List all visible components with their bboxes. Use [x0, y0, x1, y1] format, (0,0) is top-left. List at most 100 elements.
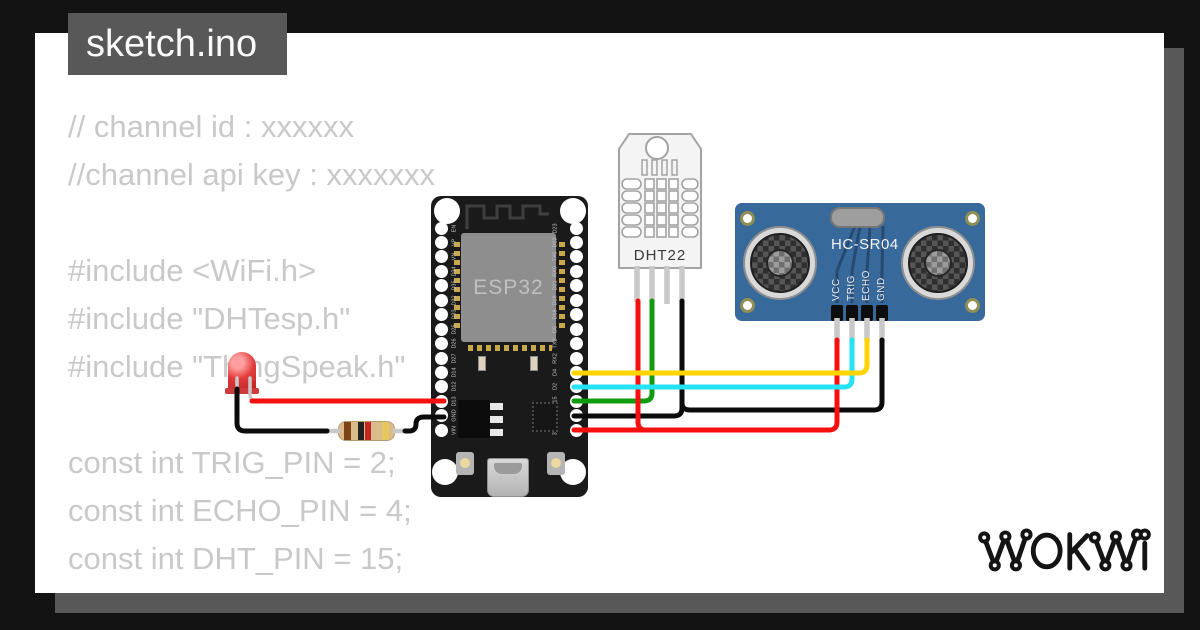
- pin-hole-icon: [570, 308, 583, 322]
- pin-pad-icon: [861, 305, 873, 321]
- pin-hole-icon: [570, 337, 583, 351]
- mount-hole-icon: [432, 459, 458, 485]
- transducer-icon: [901, 226, 975, 300]
- esp32-pin: RX2: [553, 351, 583, 365]
- pin-hole-icon: [570, 380, 583, 394]
- qfn-chip-icon: [532, 402, 558, 432]
- voltage-regulator-icon: [458, 400, 490, 438]
- pin-hole-icon: [435, 380, 448, 394]
- resistor-band-red: [365, 422, 371, 440]
- esp32-pin: VN: [435, 250, 458, 264]
- mount-hole-icon: [740, 298, 755, 313]
- button-cap-icon: [551, 458, 561, 468]
- code-line: [68, 199, 435, 247]
- en-button: [547, 452, 565, 475]
- esp32-pin: TX2: [553, 337, 583, 351]
- led-red: [228, 352, 256, 393]
- pin-label: TRIG: [846, 275, 857, 301]
- pin-hole-icon: [435, 264, 448, 278]
- esp32-chip-label: ESP32: [473, 276, 544, 299]
- hcsr04-label: HC-SR04: [831, 236, 899, 253]
- esp32-pin: D26: [435, 337, 458, 351]
- esp32-pin: D5: [553, 322, 583, 336]
- dht22-hole-icon: [645, 136, 669, 160]
- code-line: const int LED_PIN = 13;: [68, 583, 435, 593]
- resistor-band-gold: [382, 422, 389, 440]
- button-cap-icon: [460, 458, 470, 468]
- esp32-pin: D18: [553, 308, 583, 322]
- esp32-pin: RX0: [553, 264, 583, 278]
- pin-hole-icon: [570, 351, 583, 365]
- mount-hole-icon: [560, 198, 586, 224]
- pin-label: ECHO: [861, 270, 872, 301]
- pin-hole-icon: [570, 250, 583, 264]
- pin-hole-icon: [570, 264, 583, 278]
- dht22-notches: [641, 159, 678, 176]
- esp32-pin: D2: [553, 380, 583, 394]
- wokwi-logo: [978, 528, 1151, 572]
- code-background: // channel id : xxxxxx//channel api key …: [68, 103, 435, 593]
- chip-pads: [454, 242, 460, 330]
- sketch-title: sketch.ino: [86, 23, 258, 65]
- transducer-core: [924, 249, 952, 277]
- pin-hole-icon: [570, 394, 583, 408]
- esp32-pin: D35: [435, 279, 458, 293]
- pin-hole-icon: [570, 366, 583, 379]
- esp32-board: ESP32 EN VP VN D34: [431, 196, 588, 497]
- esp32-pin: D23: [553, 221, 583, 235]
- pcb-traces: [835, 225, 885, 303]
- code-line: #include "ThingSpeak.h": [68, 349, 406, 384]
- resistor-band-black: [358, 422, 364, 440]
- esp32-pin: D22: [553, 235, 583, 249]
- usb-connector-icon: [487, 458, 529, 497]
- pin-hole-icon: [570, 322, 583, 336]
- code-line: #include <WiFi.h>: [68, 253, 317, 288]
- esp32-pin: D21: [553, 279, 583, 293]
- pin-hole-icon: [435, 221, 448, 235]
- mount-hole-icon: [965, 211, 980, 226]
- esp32-right-pin-header: D23 D22 TX0 RX0 D21: [431, 196, 588, 497]
- smd-component-icon: [478, 356, 486, 371]
- hcsr04-pin: GND: [876, 203, 888, 321]
- esp32-pin: D27: [435, 351, 458, 365]
- esp32-pin: TX0: [553, 250, 583, 264]
- regulator-leg-icon: [490, 416, 503, 423]
- antenna-trace-icon: [465, 204, 549, 229]
- esp32-pin: D15: [553, 394, 583, 408]
- dht22-label: DHT22: [634, 247, 687, 264]
- esp32-chip: ESP32: [461, 233, 556, 342]
- esp32-pin: D19: [553, 293, 583, 307]
- regulator-leg-icon: [490, 429, 503, 436]
- mount-hole-icon: [740, 211, 755, 226]
- hcsr04-pin: VCC: [831, 203, 843, 321]
- esp32-pin: D34: [435, 264, 458, 278]
- code-line: const int TRIG_PIN = 2;: [68, 445, 396, 480]
- pin-hole-icon: [435, 308, 448, 322]
- pin-hole-icon: [570, 293, 583, 307]
- esp32-pin: VP: [435, 235, 458, 249]
- esp32-pin: D32: [435, 293, 458, 307]
- chip-pads: [468, 345, 552, 351]
- led-flange-icon: [225, 388, 259, 394]
- pin-hole-icon: [570, 235, 583, 249]
- esp32-pin: D4: [553, 366, 583, 379]
- dht22-vents: [621, 178, 699, 238]
- pin-hole-icon: [570, 221, 583, 235]
- pin-hole-icon: [435, 279, 448, 293]
- resistor: [338, 421, 395, 441]
- esp32-pin: 3V3: [553, 423, 583, 437]
- mount-hole-icon: [965, 298, 980, 313]
- hcsr04-sensor: HC-SR04 VCC TRIG ECHO GND: [735, 203, 985, 321]
- pin-label: VCC: [831, 278, 842, 301]
- pin-pad-icon: [846, 305, 858, 321]
- smd-component-icon: [530, 356, 538, 371]
- pin-hole-icon: [435, 366, 448, 379]
- pin-hole-icon: [570, 279, 583, 293]
- hcsr04-pin: TRIG: [846, 203, 858, 321]
- code-line: const int DHT_PIN = 15;: [68, 541, 404, 576]
- code-line: #include "DHTesp.h": [68, 301, 351, 336]
- resistor-band-brown: [344, 422, 351, 440]
- diagram-canvas: // channel id : xxxxxx//channel api key …: [35, 33, 1164, 593]
- pin-pad-icon: [831, 305, 843, 321]
- code-line: //channel api key : xxxxxxx: [68, 157, 435, 192]
